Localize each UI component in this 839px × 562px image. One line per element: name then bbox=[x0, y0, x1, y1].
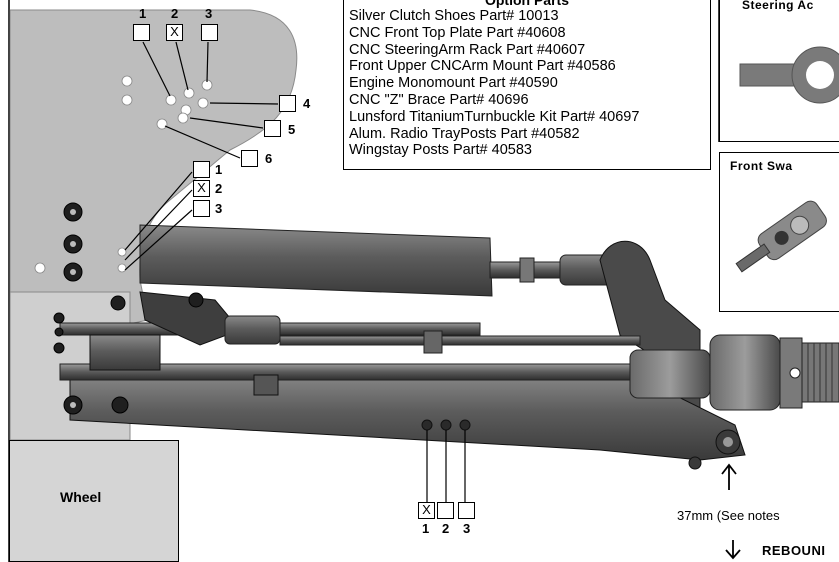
option-part-item: Lunsford TitaniumTurnbuckle Kit Part# 40… bbox=[349, 108, 640, 125]
sway-bar-icon bbox=[735, 200, 827, 273]
axle-thread-lines bbox=[807, 343, 833, 402]
cvd-joint bbox=[629, 349, 711, 399]
mid-hole-number: 2 bbox=[215, 181, 223, 196]
option-part-item: Engine Monomount Part #40590 bbox=[349, 75, 558, 92]
side-hole-number: 4 bbox=[303, 96, 311, 111]
option-part-item: CNC "Z" Brace Part# 40696 bbox=[349, 91, 529, 108]
tie-rod bbox=[279, 335, 641, 346]
top-leader-lines bbox=[142, 41, 279, 159]
shock-mount bbox=[89, 334, 161, 371]
plate-holes bbox=[34, 75, 213, 274]
lower-pivot-bolt bbox=[688, 456, 702, 470]
front-sway-panel-title: Front Swa bbox=[730, 159, 793, 173]
ride-height-note: 37mm (See notes bbox=[677, 508, 780, 523]
top-hole-number: 2 bbox=[171, 6, 179, 21]
mid-leader-lines bbox=[124, 171, 193, 271]
mid-hole-checkbox[interactable] bbox=[193, 200, 210, 217]
down-arrow-icon bbox=[725, 540, 741, 560]
steering-arm-icon bbox=[739, 46, 839, 104]
bottom-hole-checkbox[interactable] bbox=[458, 502, 475, 519]
top-hole-checkbox[interactable]: X bbox=[166, 24, 183, 41]
steering-ball-end bbox=[224, 315, 281, 345]
option-part-item: Silver Clutch Shoes Part# 10013 bbox=[349, 8, 559, 24]
shock-lower-mount bbox=[253, 374, 279, 396]
option-part-item: CNC SteeringArm Rack Part #40607 bbox=[349, 41, 586, 58]
option-parts-box: Option Parts Silver Clutch Shoes Part# 1… bbox=[343, 0, 711, 170]
bottom-hole-number: 3 bbox=[463, 521, 471, 536]
side-hole-checkbox[interactable] bbox=[264, 120, 281, 137]
wheel-label: Wheel bbox=[60, 489, 102, 505]
mid-hole-number: 1 bbox=[215, 162, 223, 177]
side-hole-checkbox[interactable] bbox=[241, 150, 258, 167]
mid-hole-number: 3 bbox=[215, 201, 223, 216]
outer-pivot-bolt-head bbox=[723, 437, 733, 447]
front-sway-panel: Front Swa bbox=[719, 152, 839, 312]
option-parts-title: Option Parts bbox=[484, 0, 569, 8]
mid-hole-checkbox[interactable] bbox=[193, 161, 210, 178]
lower-arm-holes bbox=[421, 419, 471, 431]
top-hole-checkbox[interactable] bbox=[201, 24, 218, 41]
rebound-label: REBOUNI bbox=[762, 543, 826, 558]
bottom-hole-checkbox[interactable] bbox=[437, 502, 454, 519]
hub-pin bbox=[789, 367, 801, 379]
option-part-item: CNC Front Top Plate Part #40608 bbox=[349, 24, 566, 41]
wheel-hub bbox=[709, 334, 781, 411]
top-hole-number: 3 bbox=[205, 6, 213, 21]
bottom-hole-number: 1 bbox=[422, 521, 430, 536]
upper-arm bbox=[139, 224, 493, 297]
mid-hole-checkbox[interactable]: X bbox=[193, 180, 210, 197]
top-hole-number: 1 bbox=[139, 6, 147, 21]
steering-panel: Steering Ac bbox=[719, 0, 839, 142]
wheel-box: Wheel bbox=[9, 440, 179, 562]
option-parts-list: Silver Clutch Shoes Part# 10013 CNC Fron… bbox=[349, 8, 639, 159]
tie-rod-nut bbox=[423, 330, 443, 354]
side-hole-checkbox[interactable] bbox=[279, 95, 296, 112]
option-part-item: Front Upper CNCArm Mount Part #40586 bbox=[349, 58, 616, 75]
bottom-hole-checkbox[interactable]: X bbox=[418, 502, 435, 519]
turnbuckle-nut bbox=[519, 257, 535, 283]
bottom-leader-lines bbox=[426, 430, 466, 502]
top-hole-checkbox[interactable] bbox=[133, 24, 150, 41]
steering-panel-title: Steering Ac bbox=[742, 0, 814, 12]
bottom-hole-number: 2 bbox=[442, 521, 450, 536]
option-part-item: Alum. Radio TrayPosts Part #40582 bbox=[349, 125, 580, 142]
side-hole-number: 5 bbox=[288, 122, 296, 137]
side-hole-number: 6 bbox=[265, 151, 273, 166]
option-part-item: Wingstay Posts Part# 40583 bbox=[349, 142, 532, 159]
up-arrow-icon bbox=[721, 463, 737, 490]
chassis-bolt-centers bbox=[70, 209, 76, 408]
